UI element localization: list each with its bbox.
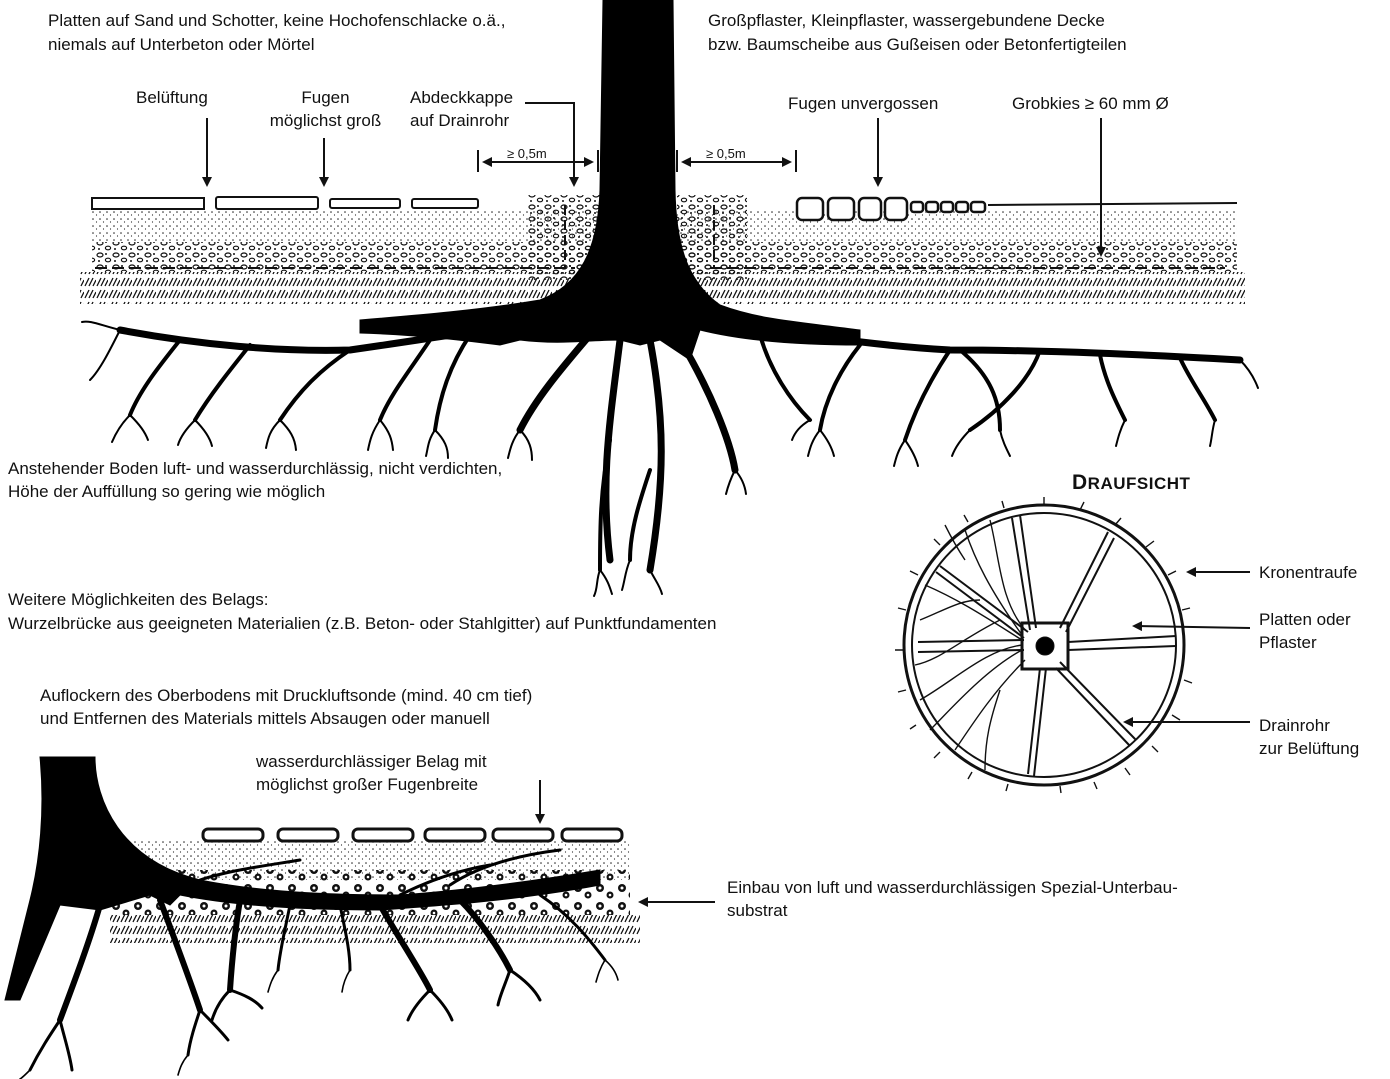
substrate-note-line-1: Einbau von luft und wasserdurchlässigen … [727, 877, 1178, 899]
label-platten-1: Platten oder [1259, 609, 1351, 631]
bottom-paving-plates [203, 829, 622, 841]
plan-view-title: DRAUFSICHT [1072, 471, 1190, 495]
label-grobkies: Grobkies ≥ 60 mm Ø [1012, 93, 1169, 115]
label-fugen-2: möglichst groß [268, 110, 383, 132]
paving-note-line-2: niemals auf Unterbeton oder Mörtel [48, 34, 314, 56]
paving-plates-left [92, 197, 478, 209]
soil-note-line-1: Anstehender Boden luft- und wasserdurchl… [8, 458, 502, 480]
plan-view-title-initial: D [1072, 471, 1088, 494]
surface-note-line-2: bzw. Baumscheibe aus Gußeisen oder Beton… [708, 34, 1127, 56]
label-abdeckkappe-2: auf Drainrohr [410, 110, 509, 132]
label-beluftung: Belüftung [136, 87, 208, 109]
label-platten-2: Pflaster [1259, 632, 1317, 654]
label-fugen-1: Fugen [268, 87, 383, 109]
options-note-line-1: Weitere Möglichkeiten des Belags: [8, 589, 269, 611]
surface-note-line-1: Großpflaster, Kleinpflaster, wassergebun… [708, 10, 1105, 32]
loosening-note-line-1: Auflockern des Oberbodens mit Drucklufts… [40, 685, 532, 707]
label-abdeckkappe-1: Abdeckkappe [410, 87, 513, 109]
soil-note-line-2: Höhe der Auffüllung so gering wie möglic… [8, 481, 325, 503]
label-drainrohr-2: zur Belüftung [1259, 738, 1359, 760]
label-distance-right: ≥ 0,5m [706, 143, 746, 165]
options-note-line-2: Wurzelbrücke aus geeigneten Materialien … [8, 613, 716, 635]
plan-view-title-rest: RAUFSICHT [1088, 474, 1191, 493]
label-drainrohr-1: Drainrohr [1259, 715, 1330, 737]
substrate-note-line-2: substrat [727, 900, 787, 922]
loosening-note-line-2: und Entfernen des Materials mittels Absa… [40, 708, 490, 730]
paving-note-line-1: Platten auf Sand und Schotter, keine Hoc… [48, 10, 505, 32]
label-fugen-unvergossen: Fugen unvergossen [788, 93, 938, 115]
label-distance-left: ≥ 0,5m [507, 143, 547, 165]
plan-view [895, 497, 1250, 793]
surface-label-line-2: möglichst großer Fugenbreite [256, 774, 478, 796]
label-kronentraufe: Kronentraufe [1259, 562, 1357, 584]
surface-label-line-1: wasserdurchlässiger Belag mit [256, 751, 487, 773]
